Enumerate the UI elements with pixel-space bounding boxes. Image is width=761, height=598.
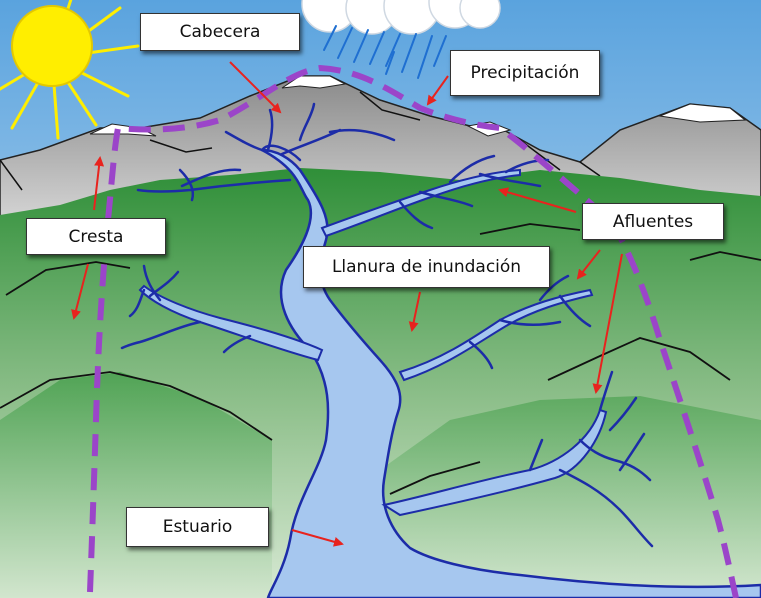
tributary-upper-right — [320, 168, 521, 238]
label-llanura: Llanura de inundación — [303, 246, 550, 288]
main-river — [261, 148, 761, 598]
label-precipitacion: Precipitación — [450, 50, 600, 96]
label-estuario: Estuario — [126, 507, 269, 547]
pointer-arrows — [71, 61, 623, 547]
rain-icon — [323, 25, 447, 79]
watershed-divide — [87, 64, 739, 598]
label-afluentes: Afluentes — [582, 203, 724, 240]
label-cresta: Cresta — [26, 218, 166, 255]
tributary-mid-right — [398, 288, 594, 382]
label-cabecera: Cabecera — [140, 13, 300, 51]
cloud-icon — [301, 0, 501, 35]
tributary-mid-left — [138, 284, 324, 362]
sun-icon — [0, 0, 140, 140]
river-system — [120, 102, 761, 598]
tributary-lower-right — [381, 408, 608, 517]
